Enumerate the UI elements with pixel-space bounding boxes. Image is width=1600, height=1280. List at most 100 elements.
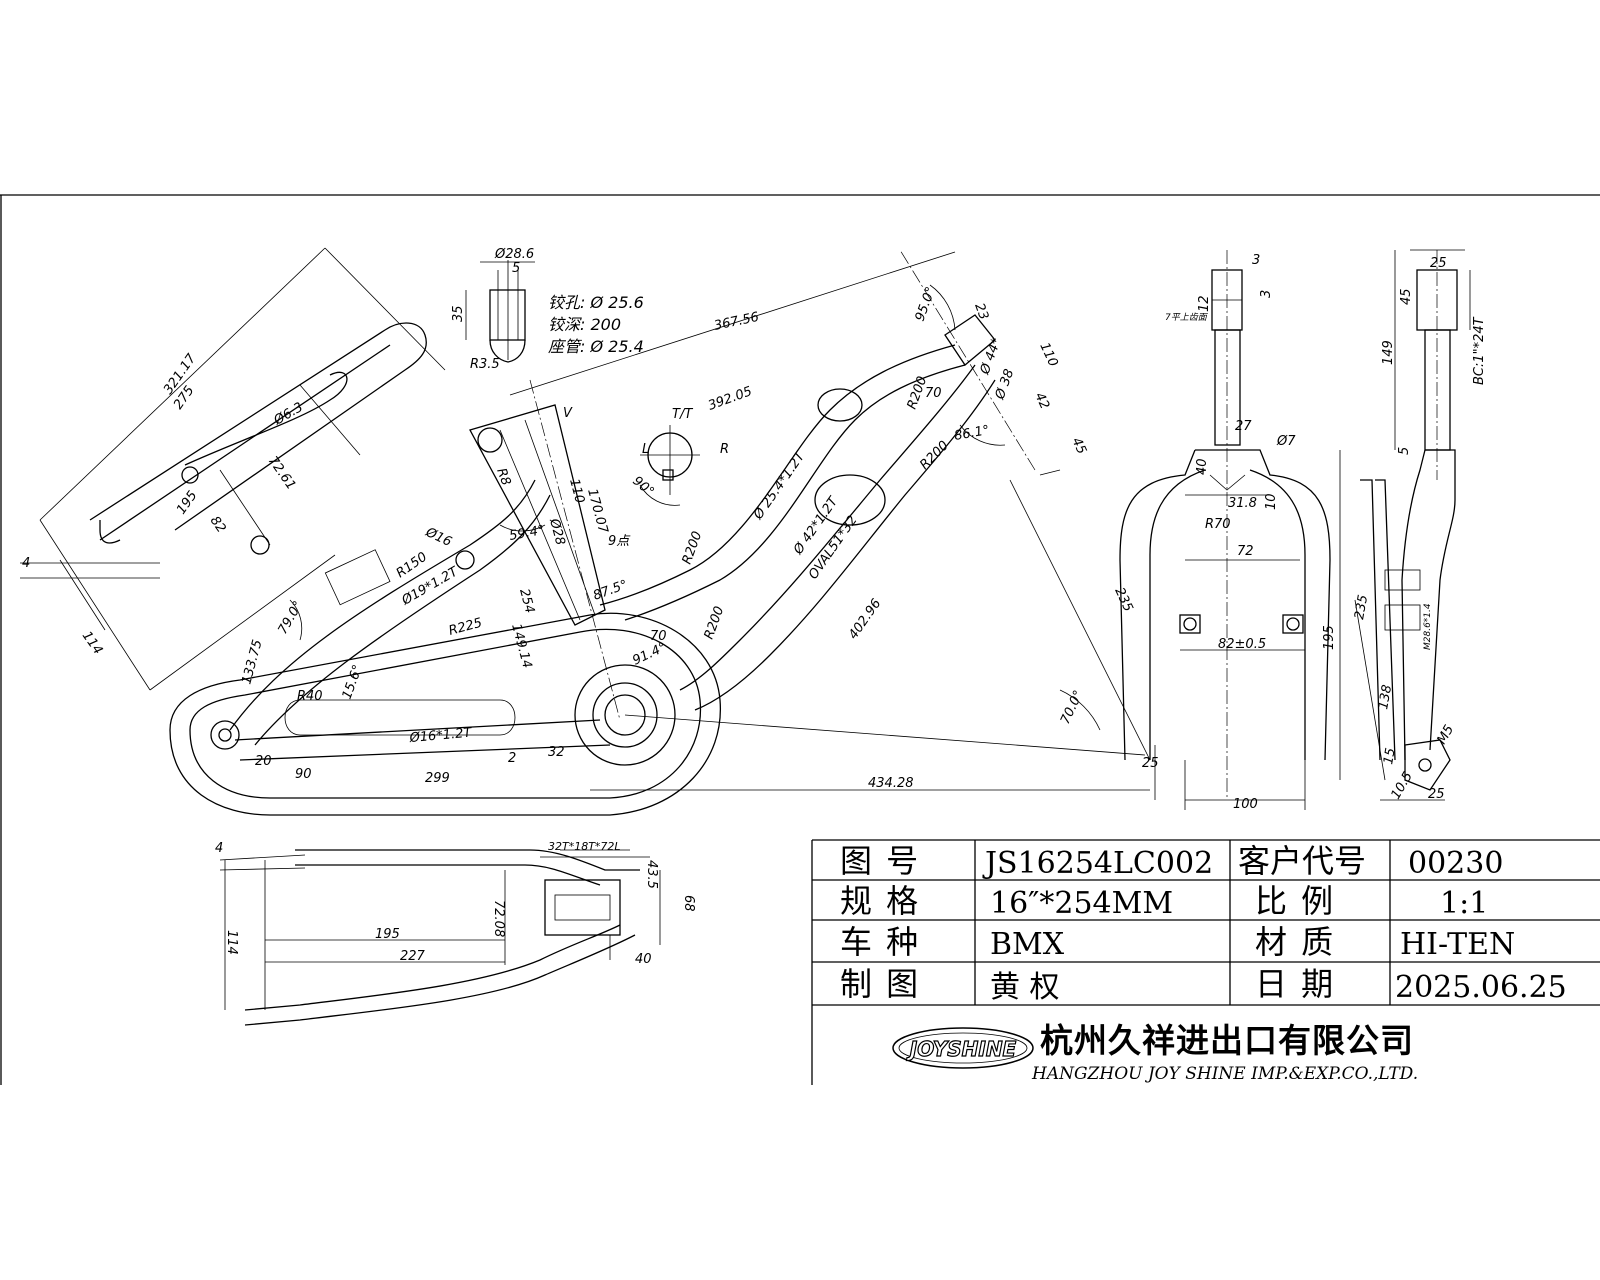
dim-chain: 32T*18T*72L — [548, 840, 621, 853]
value-scale: 1:1 — [1440, 886, 1488, 921]
dim-254: 254 — [516, 587, 537, 615]
fork-d3b: 3 — [1259, 290, 1274, 298]
dim-434: 434.28 — [868, 776, 914, 791]
fork-d27: 27 — [1235, 419, 1252, 434]
dim-149: 149.14 — [508, 622, 534, 670]
fork-side-bc: BC:1"*24T — [1472, 316, 1487, 385]
fork-side-d138: 138 — [1376, 684, 1395, 711]
fork-d40: 40 — [1195, 458, 1210, 475]
dim-16: Ø16 — [422, 525, 454, 550]
fork-side-d25: 25 — [1430, 256, 1447, 271]
dim-R150: R150 — [394, 550, 430, 582]
dim-R200b: R200 — [702, 604, 728, 641]
dim-32: 32 — [548, 745, 565, 760]
dim-v: V — [563, 406, 573, 421]
dim-23: 23 — [971, 301, 991, 322]
dim-82: 82 — [207, 514, 229, 536]
dim-70b: 70 — [925, 386, 942, 401]
dim-91: 91.4° — [630, 640, 668, 669]
dim-235: 235 — [1111, 585, 1135, 614]
value-drawing-no: JS16254LC002 — [982, 846, 1213, 881]
note-ream-hole: 铰孔: Ø 25.6 — [548, 293, 644, 312]
label-spec: 规 格 — [840, 882, 920, 920]
dim-86: 86.1° — [953, 423, 991, 444]
dim-70deg: 70.0° — [1058, 688, 1087, 726]
seat-stay-detail — [20, 247, 446, 691]
value-material: HI-TEN — [1400, 927, 1515, 962]
fork-d82: 82±0.5 — [1218, 637, 1266, 652]
dim-tube-len: 35 — [451, 305, 466, 322]
dim-40: 40 — [635, 952, 652, 967]
dim-402: 402.96 — [846, 596, 884, 642]
value-type: BMX — [990, 927, 1065, 962]
label-material: 材 质 — [1255, 923, 1335, 961]
fork-d3a: 3 — [1252, 253, 1260, 268]
dim-195b: 195 — [375, 927, 400, 942]
title-block: 图 号 JS16254LC002 客户代号 00230 规 格 16″*254M… — [811, 839, 1600, 1085]
label-drawing-no: 图 号 — [840, 842, 920, 880]
dim-R40: R40 — [297, 689, 323, 704]
company-logo: JOYSHINE — [892, 1027, 1034, 1069]
dim-16t: Ø16*1.2T — [408, 726, 473, 747]
company-name-cn: 杭州久祥进出口有限公司 — [1040, 1021, 1414, 1060]
dim-110: 110 — [566, 477, 587, 505]
fork-side-dimensions: 25 45 149 BC:1"*24T 5 235 138 15 10.5 25… — [1352, 256, 1487, 802]
dim-90deg: 90° — [629, 474, 656, 500]
logo-text: JOYSHINE — [906, 1037, 1017, 1061]
note-ream-depth: 铰深: 200 — [548, 315, 621, 334]
dim-87: 87.5° — [591, 578, 629, 604]
fork-side-m: M5 — [1434, 723, 1457, 747]
fork-side-d10: 10.5 — [1388, 769, 1415, 802]
fork-side-d45: 45 — [1399, 288, 1414, 305]
dim-15: 15.6° — [340, 663, 366, 701]
fork-d31: 31.8 — [1228, 496, 1257, 511]
fork-side-mw: M28.6*1.4 — [1423, 603, 1433, 650]
dim-72b: 72.08 — [491, 900, 506, 937]
dim-R200a: R200 — [680, 529, 706, 566]
dim-299: 299 — [425, 771, 450, 786]
value-spec: 16″*254MM — [990, 886, 1173, 921]
dim-367: 367.56 — [713, 310, 761, 334]
dim-tube-radius: R3.5 — [470, 357, 500, 372]
note-seat-tube: 座管: Ø 25.4 — [548, 337, 644, 356]
fork-d72: 72 — [1237, 544, 1254, 559]
frame-side-view — [169, 249, 1156, 816]
fork-d195: 195 — [1322, 625, 1337, 650]
fork-side-d235: 235 — [1352, 594, 1371, 621]
dim-45: 45 — [1068, 435, 1089, 456]
dim-r: R — [720, 442, 729, 457]
dim-2: 2 — [508, 751, 516, 766]
fork-d100: 100 — [1233, 797, 1258, 812]
fork-front-view — [1119, 250, 1341, 810]
fork-side-d15: 15 — [1381, 747, 1399, 766]
dim-392: 392.05 — [706, 384, 754, 414]
dim-195a: 195 — [174, 488, 201, 517]
fork-dR70: R70 — [1205, 517, 1231, 532]
fork-side-d149: 149 — [1381, 340, 1396, 365]
dim-114b: 114 — [224, 930, 239, 955]
dim-72a: 72.61 — [265, 454, 299, 493]
dim-114a: 114 — [79, 629, 106, 658]
fork-side-d25b: 25 — [1428, 787, 1445, 802]
label-customer-code: 客户代号 — [1238, 842, 1366, 880]
dim-20: 20 — [255, 754, 272, 769]
dim-59: 59.4° — [508, 523, 546, 544]
label-drafter: 制 图 — [840, 965, 920, 1003]
dim-4b: 4 — [215, 841, 223, 856]
fork-d7: Ø7 — [1276, 434, 1296, 449]
fork-note: 7平上齿面 — [1165, 312, 1209, 323]
tube-detail — [465, 260, 535, 363]
chain-stay-plan — [219, 849, 661, 1026]
label-type: 车 种 — [840, 923, 920, 961]
fork-side-d5: 5 — [1397, 447, 1412, 455]
dim-70a: 70 — [650, 629, 667, 644]
dim-90: 90 — [295, 767, 312, 782]
fork-d10: 10 — [1264, 493, 1279, 510]
value-drafter: 黄 权 — [990, 970, 1060, 1005]
dim-R200d: R200 — [917, 438, 952, 473]
dim-tt: T/T — [672, 407, 693, 422]
dim-9: 9点 — [608, 534, 631, 549]
dim-110b: 110 — [1036, 340, 1060, 369]
dim-42b: 42 — [1031, 390, 1052, 411]
